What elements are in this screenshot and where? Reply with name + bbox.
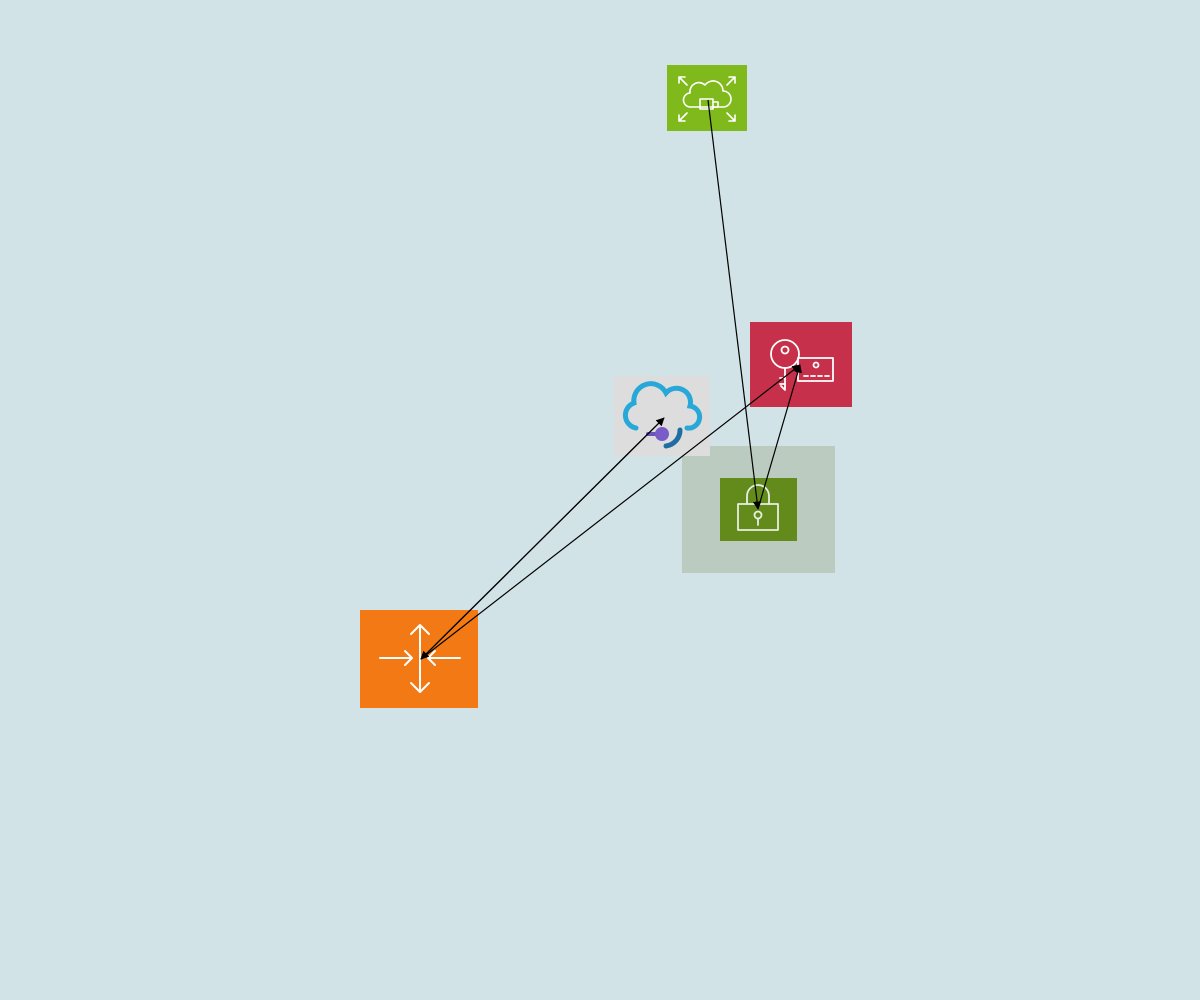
cloud-headset-icon bbox=[622, 381, 703, 449]
load-balancer-node[interactable] bbox=[360, 610, 478, 708]
cloud-expand-icon bbox=[678, 76, 736, 122]
cloud-headset-node[interactable] bbox=[614, 376, 710, 456]
edge-cloud-headset-to-load-balancer[interactable] bbox=[420, 417, 665, 660]
cloud-expand-node[interactable] bbox=[667, 65, 747, 131]
arrows-converge-icon bbox=[379, 624, 461, 693]
edge-load-balancer-to-key-card[interactable] bbox=[420, 364, 801, 660]
edge-cloud-expand-to-lock[interactable] bbox=[707, 99, 762, 510]
edge-lock-to-key-card[interactable] bbox=[757, 364, 802, 510]
